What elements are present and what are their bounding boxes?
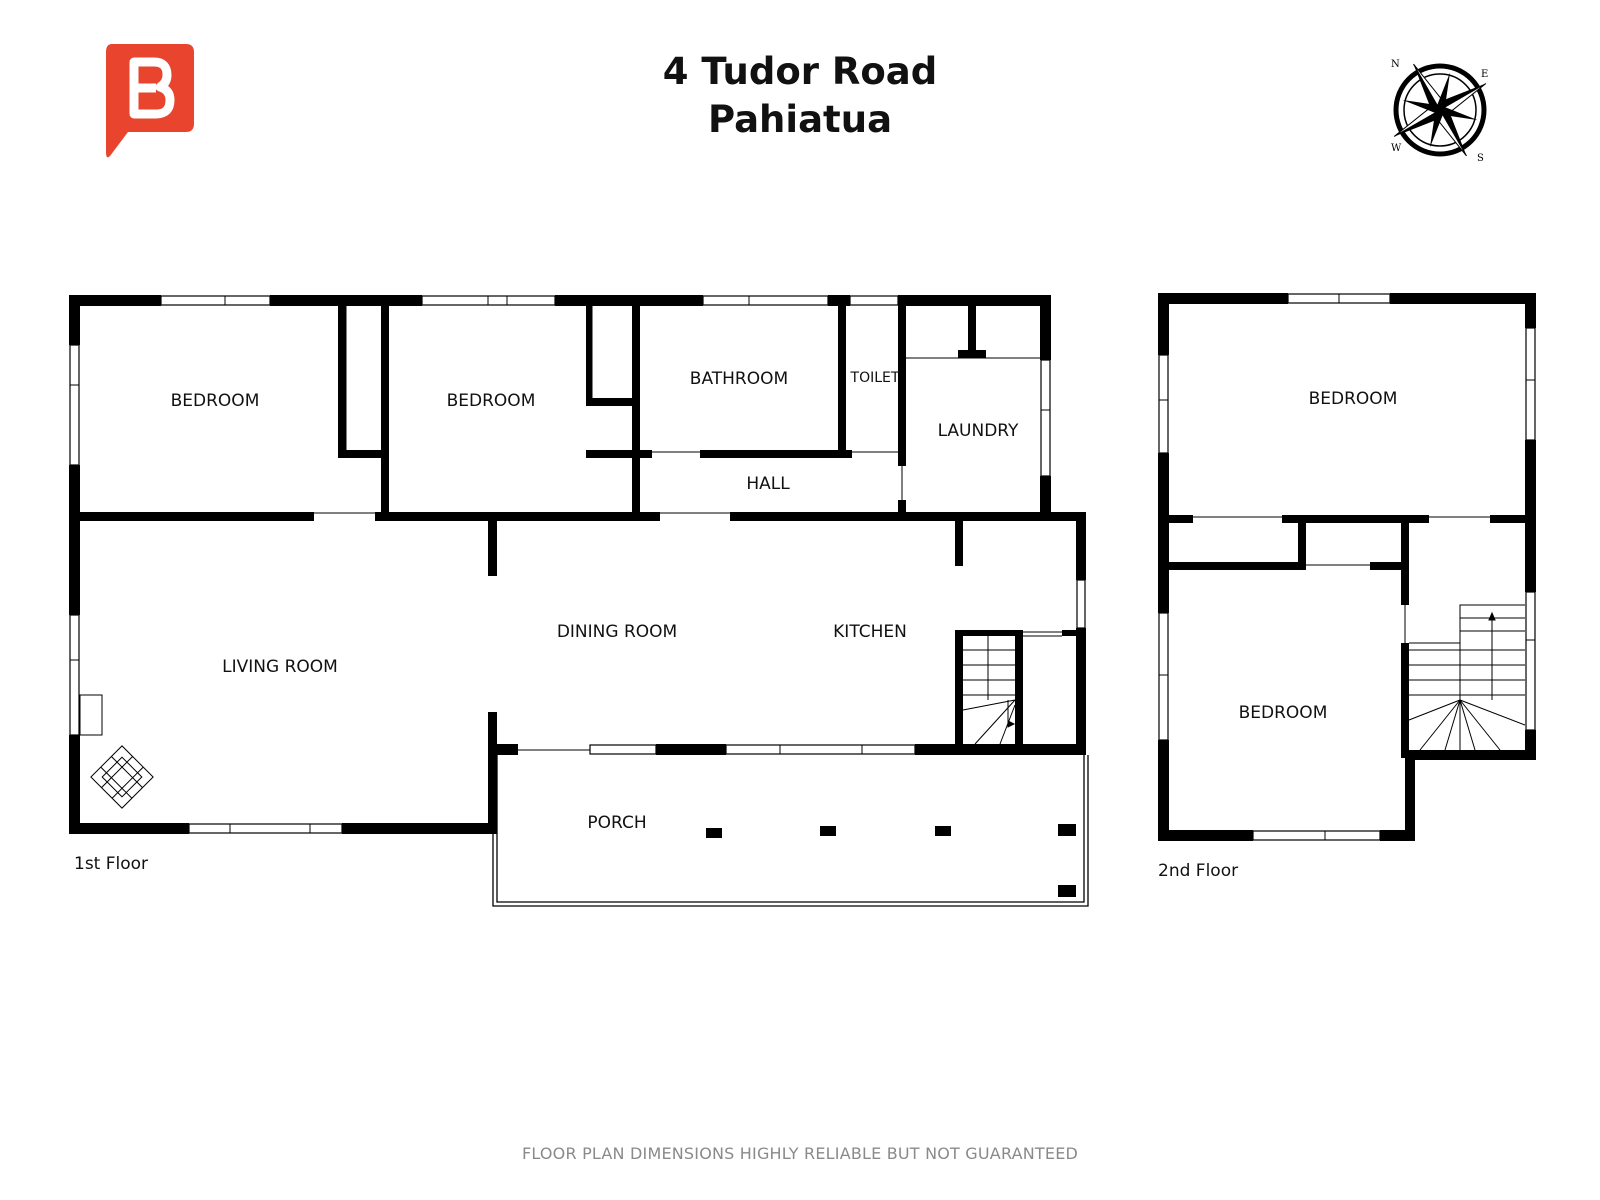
room-label-laundry: LAUNDRY	[938, 421, 1019, 441]
first-floor-thin-lines	[314, 306, 1062, 751]
address-line-2: Pahiatua	[707, 98, 893, 141]
first-floor-walls	[69, 295, 1086, 897]
address-line-1: 4 Tudor Road	[662, 50, 938, 93]
room-label-living-room: LIVING ROOM	[222, 657, 338, 677]
second-floor-thin-lines	[1193, 516, 1490, 643]
b-speech-bubble-logo	[106, 44, 194, 158]
room-label-bedroom-1: BEDROOM	[171, 391, 260, 411]
room-label-toilet: TOILET	[850, 370, 900, 386]
room-label-kitchen: KITCHEN	[833, 622, 907, 642]
disclaimer-text: FLOOR PLAN DIMENSIONS HIGHLY RELIABLE BU…	[521, 1144, 1079, 1163]
room-label-bedroom-lower: BEDROOM	[1239, 703, 1328, 723]
floor-label-2nd: 2nd Floor	[1158, 861, 1238, 881]
first-floor-stairs	[962, 636, 1016, 745]
first-floor-plan: BEDROOM BEDROOM BATHROOM TOILET LAUNDRY …	[69, 295, 1089, 907]
second-floor-walls	[1158, 293, 1536, 841]
porch-outline	[492, 755, 1089, 907]
room-label-bathroom: BATHROOM	[690, 369, 788, 389]
compass-label-w: W	[1391, 143, 1402, 154]
compass-label-e: E	[1481, 69, 1488, 80]
compass-label-n: N	[1391, 59, 1400, 70]
second-floor-stairs	[1408, 604, 1526, 751]
second-floor-plan: BEDROOM BEDROOM 2nd Floor	[1158, 293, 1536, 881]
room-label-bedroom-2: BEDROOM	[447, 391, 536, 411]
room-label-dining-room: DINING ROOM	[557, 622, 677, 642]
compass-label-s: S	[1477, 153, 1484, 164]
compass-rose-icon: N E S W	[1391, 59, 1488, 164]
first-floor-window-mullions	[70, 296, 1050, 833]
floor-label-1st: 1st Floor	[74, 854, 148, 874]
room-label-hall: HALL	[746, 474, 790, 494]
page-title: 4 Tudor Road Pahiatua	[0, 48, 1600, 144]
room-label-bedroom-upper: BEDROOM	[1309, 389, 1398, 409]
second-floor-window-mullions	[1159, 294, 1535, 840]
room-label-porch: PORCH	[587, 813, 646, 833]
fireplace-icon	[79, 694, 154, 809]
